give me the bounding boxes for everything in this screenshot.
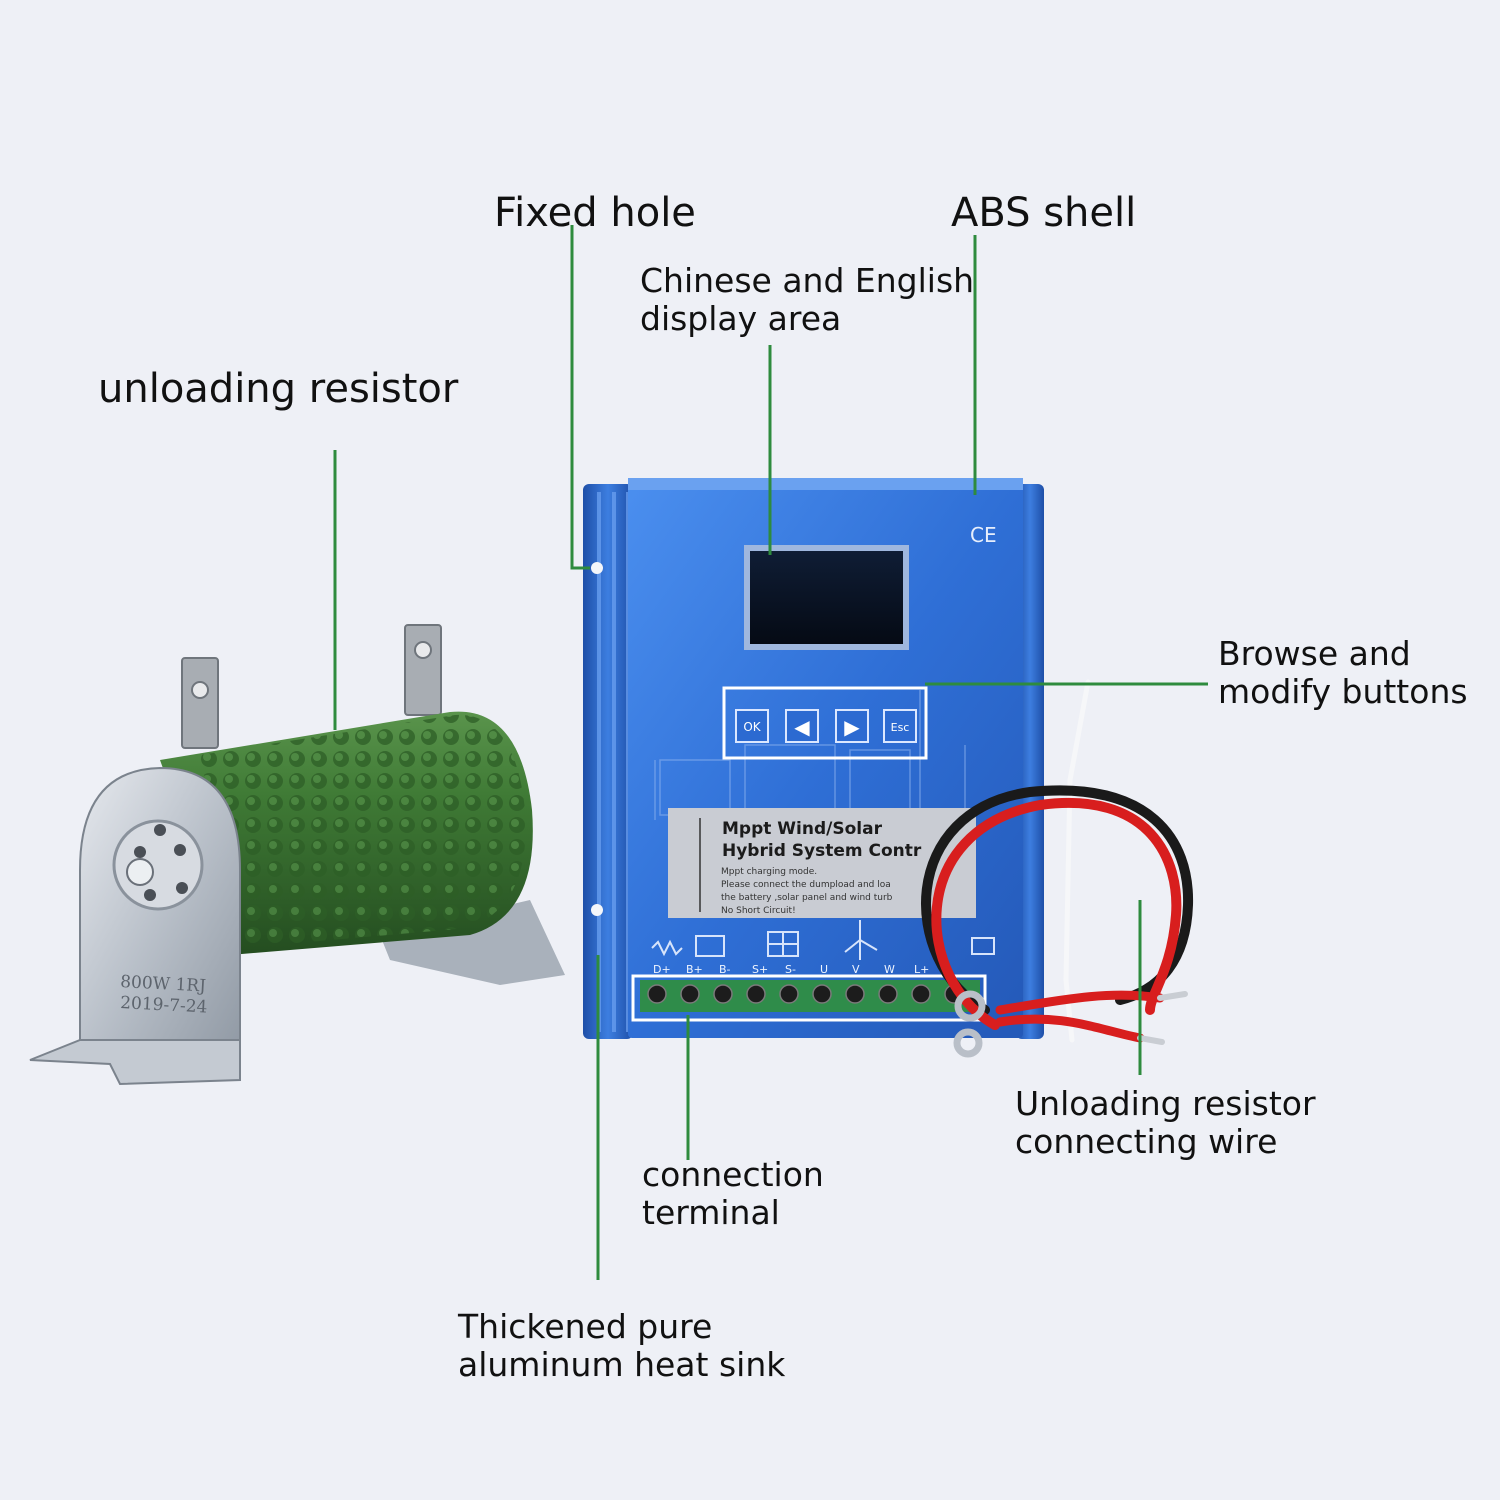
ok-button-label: OK [743, 720, 761, 734]
callout-heat-sink: Thickened pure aluminum heat sink [458, 1308, 785, 1384]
lcd-display [750, 551, 903, 644]
resistor-center-bolt [126, 858, 154, 886]
callout-unloading-resistor: unloading resistor [98, 366, 459, 412]
callout-abs-shell: ABS shell [951, 190, 1137, 236]
callout-display-area: Chinese and English display area [640, 262, 974, 338]
callout-browse-buttons-line1: Browse and [1218, 634, 1411, 673]
resistor-marking-1: 800W 1RJ [120, 972, 207, 996]
terminal-highlight-box [631, 974, 987, 1022]
callout-connection-terminal: connection terminal [642, 1156, 824, 1232]
resistor-base-foot [29, 1039, 241, 1086]
ring-terminal-2 [953, 1028, 983, 1058]
hybrid-controller-illustration: CE OK ◀ ▶ Esc Mppt Wind/Solar H [583, 478, 1044, 1039]
callout-line-fixed-hole [570, 225, 590, 570]
terminal-label-b-minus: B- [719, 963, 731, 976]
right-arrow-button[interactable] [835, 709, 869, 743]
callout-browse-buttons-line2: modify buttons [1218, 671, 1468, 711]
red-wire [931, 798, 1182, 1030]
callout-display-area-line1: Chinese and English [640, 261, 975, 300]
terminal-label-u: U [820, 963, 828, 976]
connecting-wire-illustration [920, 679, 1194, 1058]
terminal-label-s-plus: S+ [752, 963, 768, 976]
sticker-note-2: Please connect the dumpload and loa [721, 880, 891, 890]
callout-connection-terminal-line1: connection [642, 1155, 824, 1194]
callout-display-area-line2: display area [640, 298, 842, 338]
terminal-label-l-plus: L+ [914, 963, 929, 976]
pin-terminal-1 [1157, 991, 1188, 1001]
ce-mark: CE [970, 523, 997, 547]
sticker-note-4: No Short Circuit! [721, 906, 796, 916]
callout-heat-sink-line1: Thickened pure [458, 1307, 713, 1346]
fixed-hole-bottom [591, 904, 603, 916]
callout-resistor-wire-line1: Unloading resistor [1015, 1084, 1316, 1123]
resistor-terminal-tab-left [181, 657, 219, 749]
callout-resistor-wire-line2: connecting wire [1015, 1121, 1278, 1161]
terminal-label-d-plus: D+ [653, 963, 671, 976]
terminal-screws [647, 984, 964, 1004]
resistor-marking-2: 2019-7-24 [120, 993, 208, 1018]
terminal-label-w: W [884, 963, 895, 976]
left-arrow-icon: ◀ [794, 715, 810, 739]
pin-terminal-2 [1137, 1035, 1165, 1045]
fixed-hole-top [591, 562, 603, 574]
ring-terminal-1 [954, 990, 986, 1022]
terminal-label-v: V [852, 963, 860, 976]
esc-button[interactable] [883, 709, 917, 743]
left-arrow-button[interactable] [785, 709, 819, 743]
ok-button[interactable] [735, 709, 769, 743]
resistor-front-bracket [79, 766, 241, 1064]
terminal-icons [651, 920, 995, 960]
terminal-label-s-minus: S- [785, 963, 796, 976]
black-wire [920, 785, 1194, 1015]
sticker-note-3: the battery ,solar panel and wind turb [721, 893, 893, 903]
right-arrow-icon: ▶ [844, 715, 860, 739]
buttons-highlight-box [722, 686, 928, 760]
terminal-label-b-plus: B+ [686, 963, 703, 976]
sticker-note-1: Mppt charging mode. [721, 867, 817, 877]
heat-sink-fins [583, 484, 633, 1039]
callout-resistor-wire: Unloading resistor connecting wire [1015, 1085, 1316, 1161]
callout-browse-buttons: Browse and modify buttons [1218, 635, 1468, 711]
callout-lines [333, 225, 1208, 1280]
callout-fixed-hole: Fixed hole [494, 190, 696, 236]
resistor-rear-bracket [380, 900, 565, 985]
callout-connection-terminal-line2: terminal [642, 1192, 780, 1232]
terminal-labels: D+ B+ B- S+ S- U V W L+ [653, 963, 929, 976]
esc-button-label: Esc [891, 721, 910, 734]
sticker-title-1: Mppt Wind/Solar [722, 819, 883, 839]
sticker-title-2: Hybrid System Contr [722, 841, 922, 861]
button-group: OK ◀ ▶ Esc [722, 686, 928, 760]
callout-heat-sink-line2: aluminum heat sink [458, 1344, 786, 1384]
zip-tie [1063, 679, 1091, 1043]
unloading-resistor-illustration: 800W 1RJ 2019-7-24 [29, 624, 565, 1086]
resistor-terminal-tab-right [404, 624, 442, 716]
